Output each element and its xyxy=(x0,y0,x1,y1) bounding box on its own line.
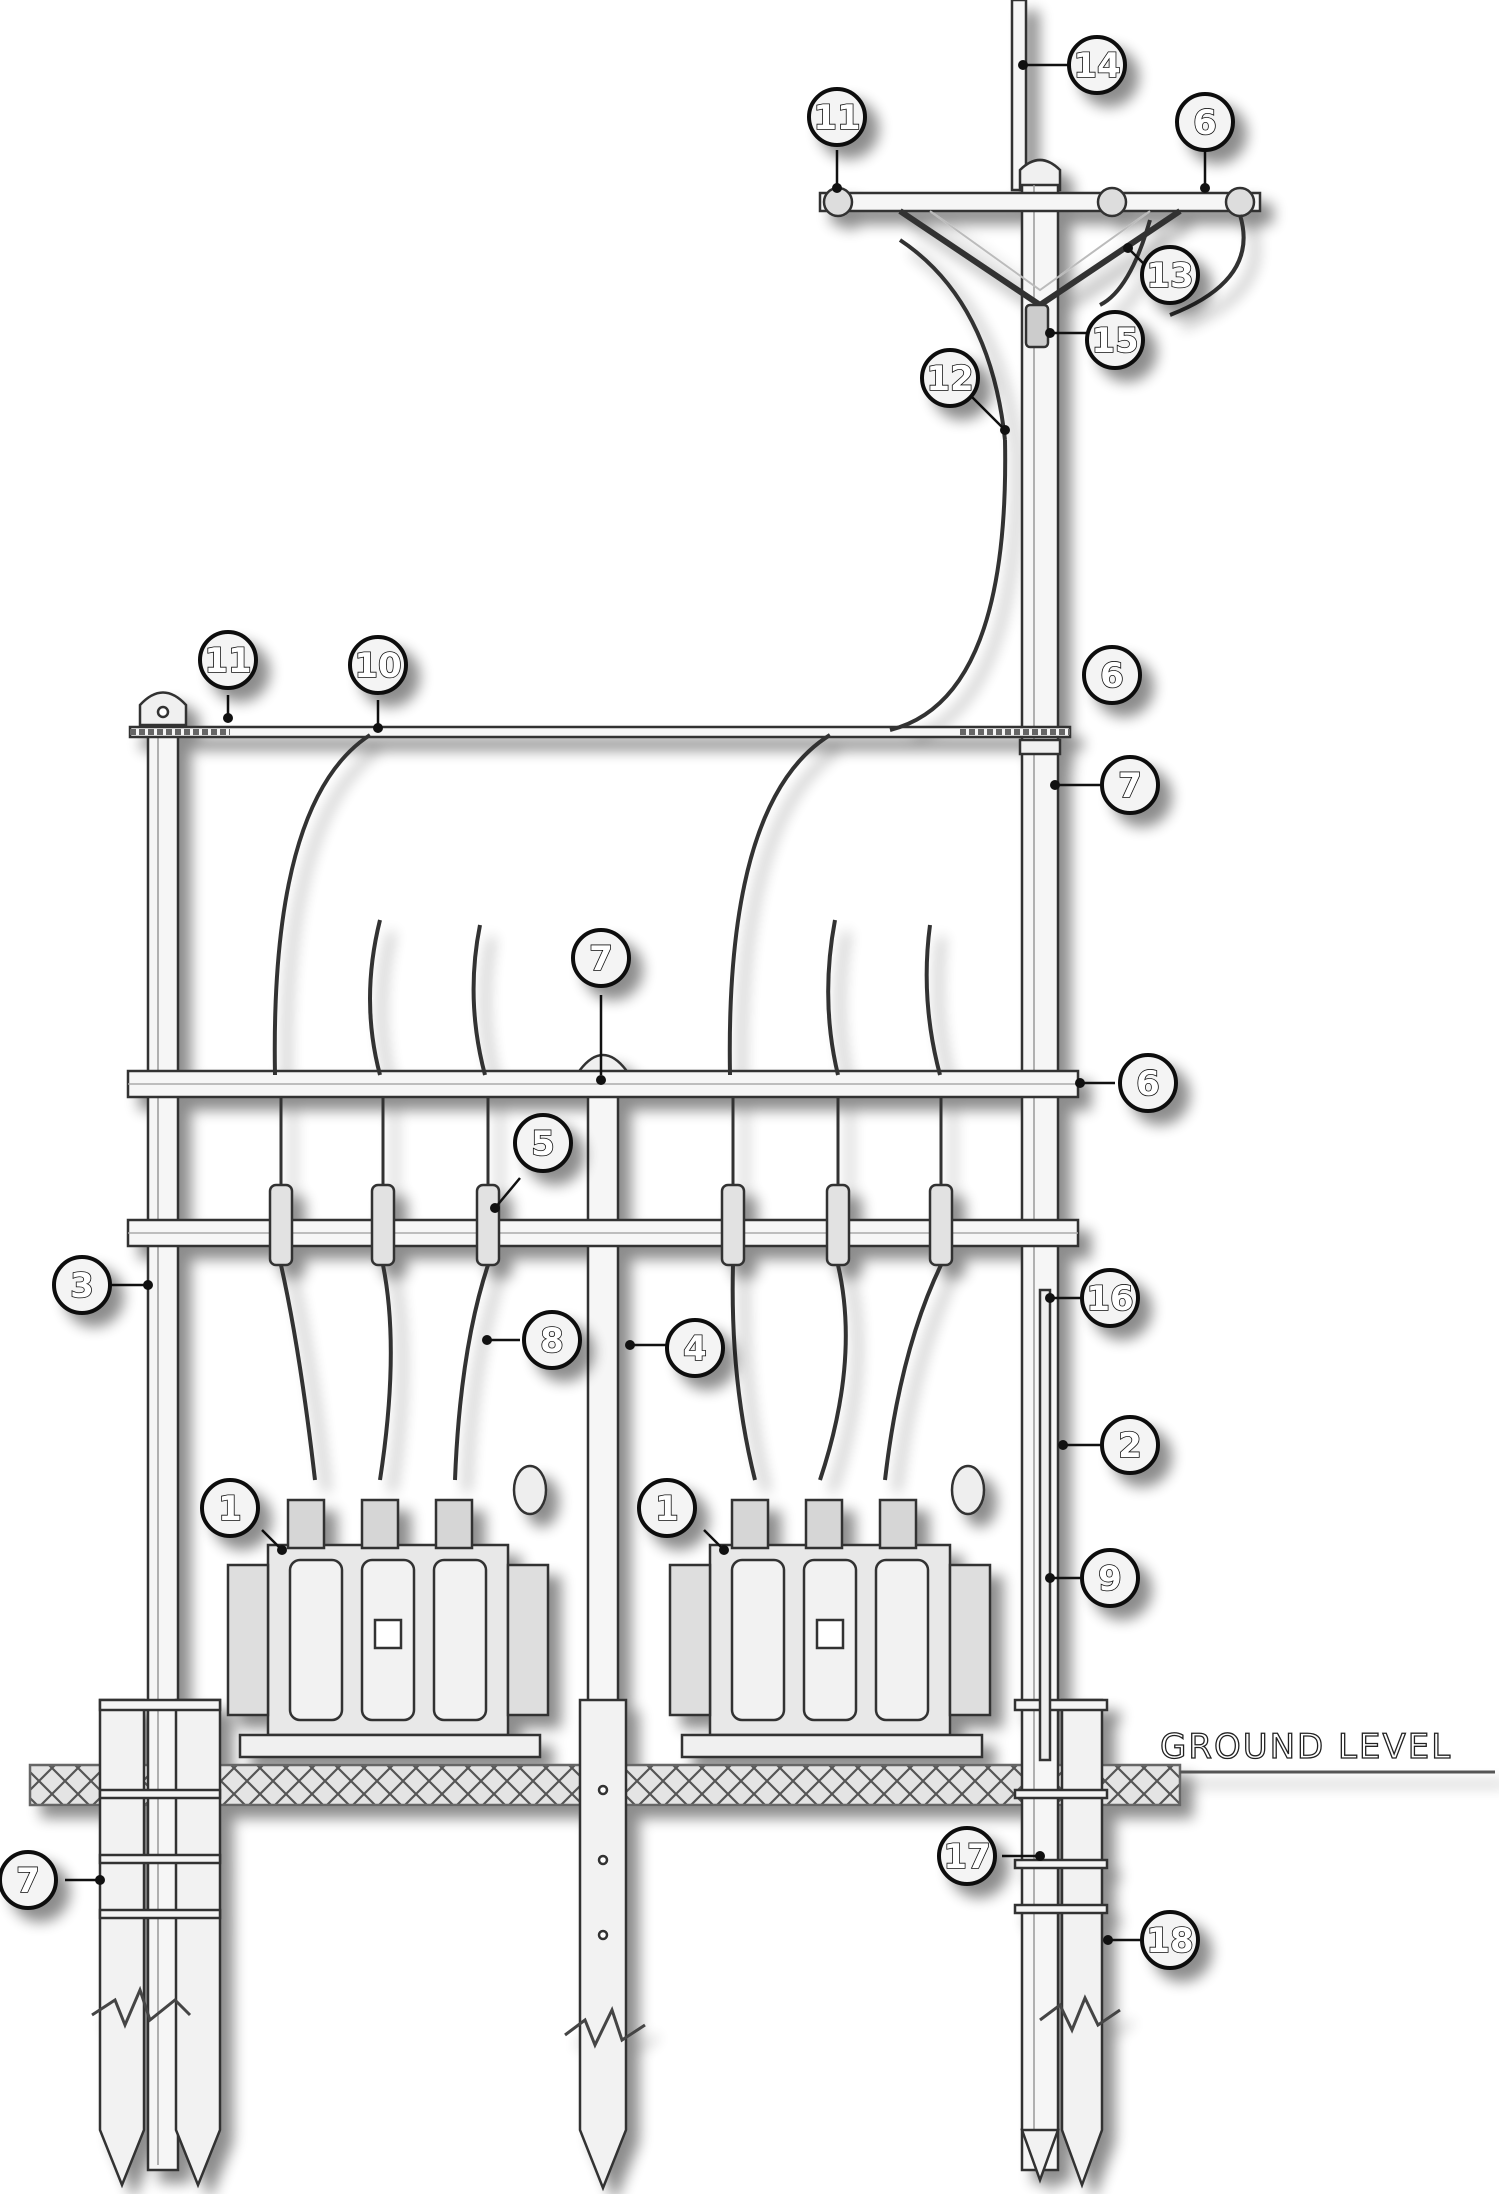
callout-circle xyxy=(807,87,867,147)
callout-circle xyxy=(200,1478,260,1538)
callout-6: 6 xyxy=(1118,1053,1178,1113)
callout-number: 11 xyxy=(204,641,251,681)
callout-circle xyxy=(522,1310,582,1370)
callout-16: 16 xyxy=(1080,1268,1140,1328)
callout-circle xyxy=(571,928,631,988)
center-post xyxy=(564,1053,646,2192)
ground-level-label: GROUND LEVEL xyxy=(1160,1727,1452,1767)
right-ground-pile xyxy=(1013,1288,1121,2189)
callout-circle xyxy=(1082,645,1142,705)
callout-circle xyxy=(1175,92,1235,152)
callout-6: 6 xyxy=(1082,645,1142,705)
callout-number: 6 xyxy=(1136,1064,1160,1104)
callout-number: 3 xyxy=(70,1266,94,1306)
callout-1: 1 xyxy=(637,1478,697,1538)
callout-number: 1 xyxy=(218,1489,242,1529)
callout-9: 9 xyxy=(1080,1548,1140,1608)
callout-circle xyxy=(920,348,980,408)
callout-number: 8 xyxy=(540,1321,564,1361)
callout-number: 16 xyxy=(1086,1279,1133,1319)
upper-beam xyxy=(128,725,1072,756)
structure xyxy=(28,0,1495,2192)
callout-11: 11 xyxy=(198,630,258,690)
callout-number: 18 xyxy=(1146,1921,1193,1961)
callout-circle xyxy=(1140,1910,1200,1970)
left-pole xyxy=(138,691,188,2172)
callout-number: 10 xyxy=(354,646,401,686)
transformer-right xyxy=(668,1464,992,1759)
callout-number: 15 xyxy=(1091,321,1138,361)
callout-number: 9 xyxy=(1098,1559,1122,1599)
callout-2: 2 xyxy=(1100,1415,1160,1475)
callout-number: 14 xyxy=(1073,46,1120,86)
callout-circle xyxy=(0,1850,58,1910)
transformer-leads xyxy=(279,1264,943,1481)
callout-5: 5 xyxy=(513,1113,573,1173)
callout-number: 12 xyxy=(926,359,973,399)
callout-number: 13 xyxy=(1146,256,1193,296)
transformer-left xyxy=(226,1464,550,1759)
callout-8: 8 xyxy=(522,1310,582,1370)
callout-circle xyxy=(1118,1053,1178,1113)
callout-4: 4 xyxy=(665,1318,725,1378)
callout-number: 5 xyxy=(531,1124,555,1164)
callout-circle xyxy=(52,1255,112,1315)
callout-circle xyxy=(1080,1268,1140,1328)
feed-cables xyxy=(272,214,1246,1076)
callout-11: 11 xyxy=(807,87,867,147)
callout-1: 1 xyxy=(200,1478,260,1538)
callout-number: 7 xyxy=(1118,766,1142,806)
callout-13: 13 xyxy=(1140,245,1200,305)
callout-15: 15 xyxy=(1085,310,1145,370)
callout-circle xyxy=(1080,1548,1140,1608)
callout-10: 10 xyxy=(348,635,408,695)
callout-number: 17 xyxy=(943,1837,990,1877)
callout-circle xyxy=(1140,245,1200,305)
callout-circle xyxy=(665,1318,725,1378)
callout-circle xyxy=(198,630,258,690)
callout-circle xyxy=(637,1478,697,1538)
callout-7: 7 xyxy=(571,928,631,988)
callout-circle xyxy=(513,1113,573,1173)
top-crossarm xyxy=(818,186,1262,349)
callout-number: 7 xyxy=(16,1861,40,1901)
callout-14: 14 xyxy=(1067,35,1127,95)
callout-7: 7 xyxy=(0,1850,58,1910)
callout-circle xyxy=(1067,35,1127,95)
callout-17: 17 xyxy=(937,1826,997,1886)
left-ground-pile xyxy=(91,1698,222,2189)
callout-7: 7 xyxy=(1100,755,1160,815)
callout-number: 11 xyxy=(813,98,860,138)
callout-12: 12 xyxy=(920,348,980,408)
callout-number: 7 xyxy=(589,939,613,979)
callout-number: 6 xyxy=(1100,656,1124,696)
leader-dots xyxy=(95,60,1210,1945)
callout-circle xyxy=(937,1826,997,1886)
callout-number: 1 xyxy=(655,1489,679,1529)
callout-circle xyxy=(1100,755,1160,815)
callout-circle xyxy=(348,635,408,695)
right-pole xyxy=(1010,0,1062,2184)
callout-6: 6 xyxy=(1175,92,1235,152)
callout-number: 4 xyxy=(683,1329,707,1369)
callout-circle xyxy=(1100,1415,1160,1475)
callout-3: 3 xyxy=(52,1255,112,1315)
callout-number: 2 xyxy=(1118,1426,1142,1466)
callout-number: 6 xyxy=(1193,103,1217,143)
callout-circle xyxy=(1085,310,1145,370)
callout-18: 18 xyxy=(1140,1910,1200,1970)
